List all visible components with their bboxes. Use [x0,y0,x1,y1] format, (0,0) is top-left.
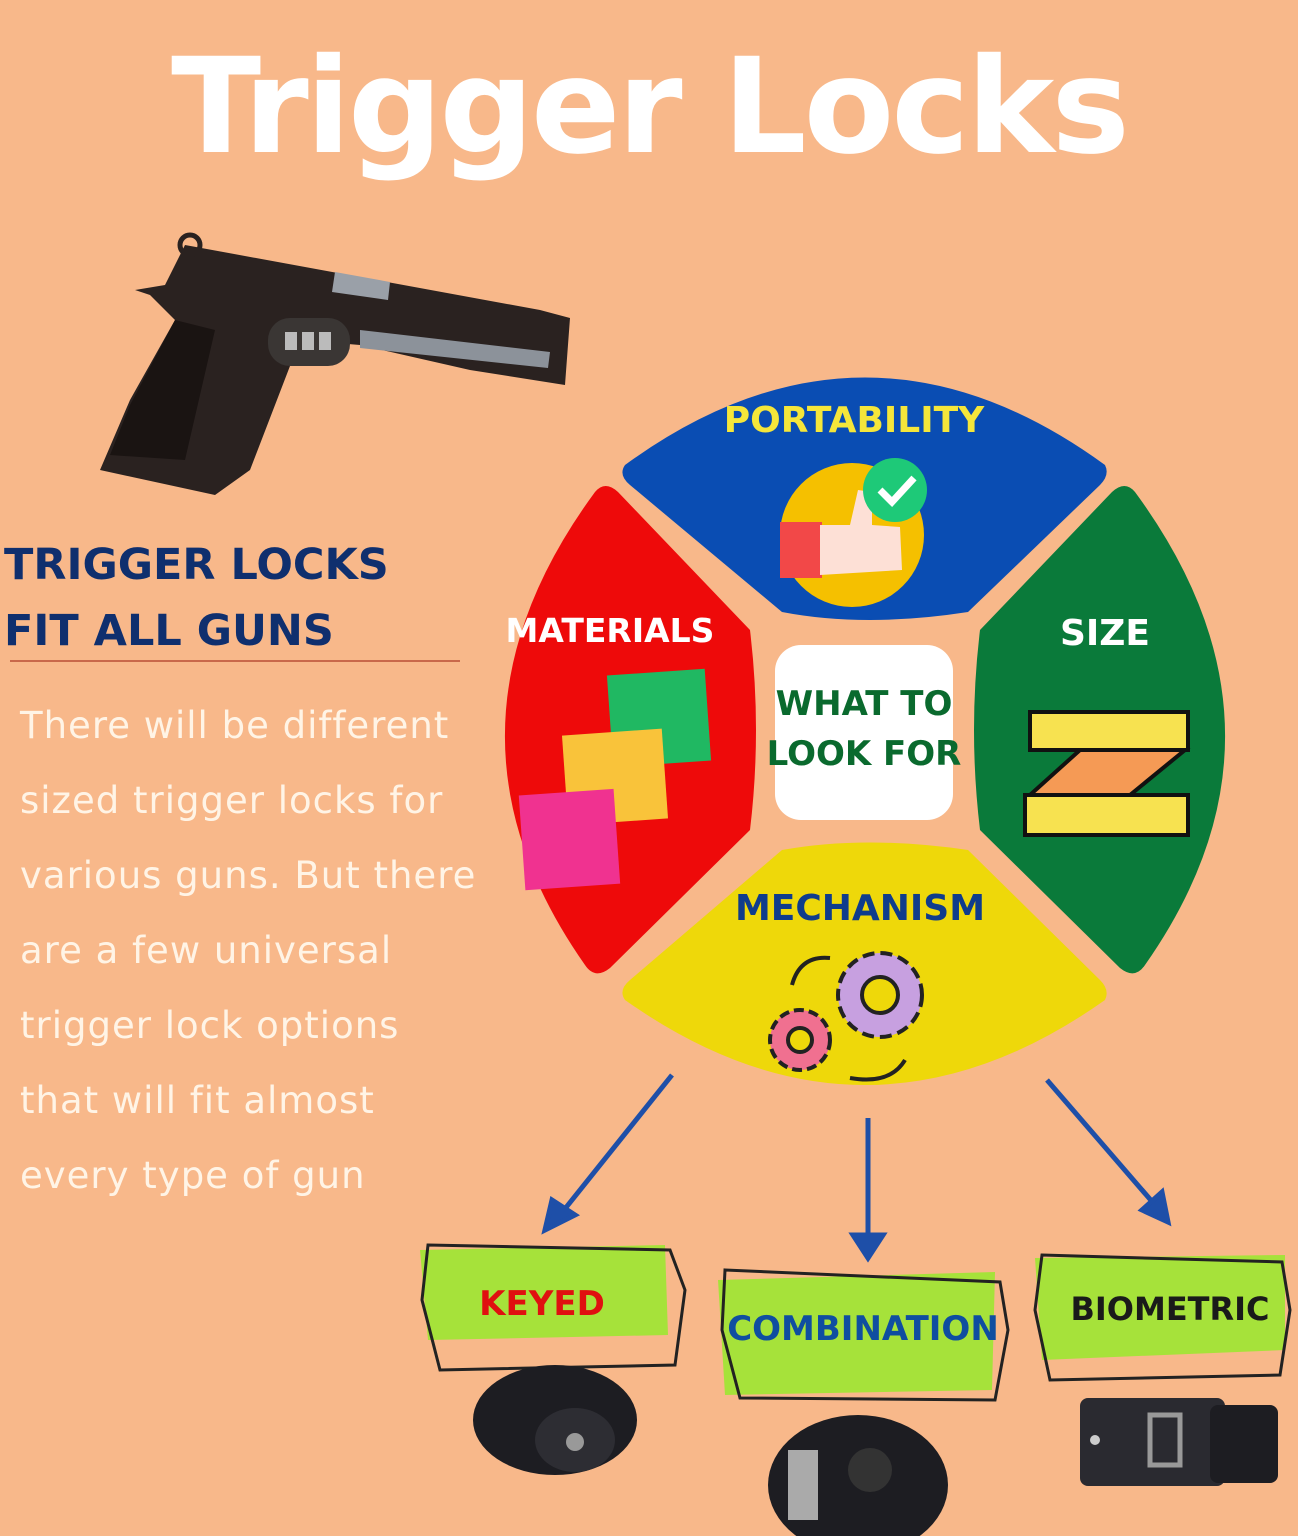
biometric-lock-icon [1080,1398,1278,1486]
center-label-line2: LOOK FOR [767,734,962,774]
lock-label-combination: COMBINATION [727,1309,999,1349]
lock-type-keyed: KEYED [420,1243,687,1475]
lock-type-biometric: BIOMETRIC [1033,1253,1292,1486]
segment-label-portability: PORTABILITY [724,400,985,441]
page-title: Trigger Locks [171,30,1130,184]
measuring-tape-icon [1023,710,1191,837]
lock-type-combination: COMBINATION [718,1268,1010,1536]
pistol-image [100,232,570,495]
segment-label-size: SIZE [1060,613,1150,654]
combination-lock-icon [768,1415,948,1536]
section-heading: TRIGGER LOCKS FIT ALL GUNS [4,540,389,656]
keyed-lock-icon [473,1365,637,1475]
lock-label-biometric: BIOMETRIC [1070,1290,1269,1328]
wheel: WHAT TO LOOK FOR PORTABILITY MATERIALS S… [504,377,1226,1085]
body-text: There will be different sized trigger lo… [20,704,477,1197]
segment-label-mechanism: MECHANISM [735,888,985,929]
gears-icon [768,951,924,1082]
material-swatches-icon [518,668,712,891]
segment-label-materials: MATERIALS [506,611,715,650]
lock-label-keyed: KEYED [479,1284,605,1324]
arrow-to-biometric [1045,1078,1157,1207]
center-box [775,645,953,820]
thumbs-up-check-icon [780,458,927,607]
divider [10,660,460,662]
arrows [541,1073,1172,1263]
arrow-to-keyed [558,1073,674,1217]
center-label-line1: WHAT TO [776,684,953,724]
